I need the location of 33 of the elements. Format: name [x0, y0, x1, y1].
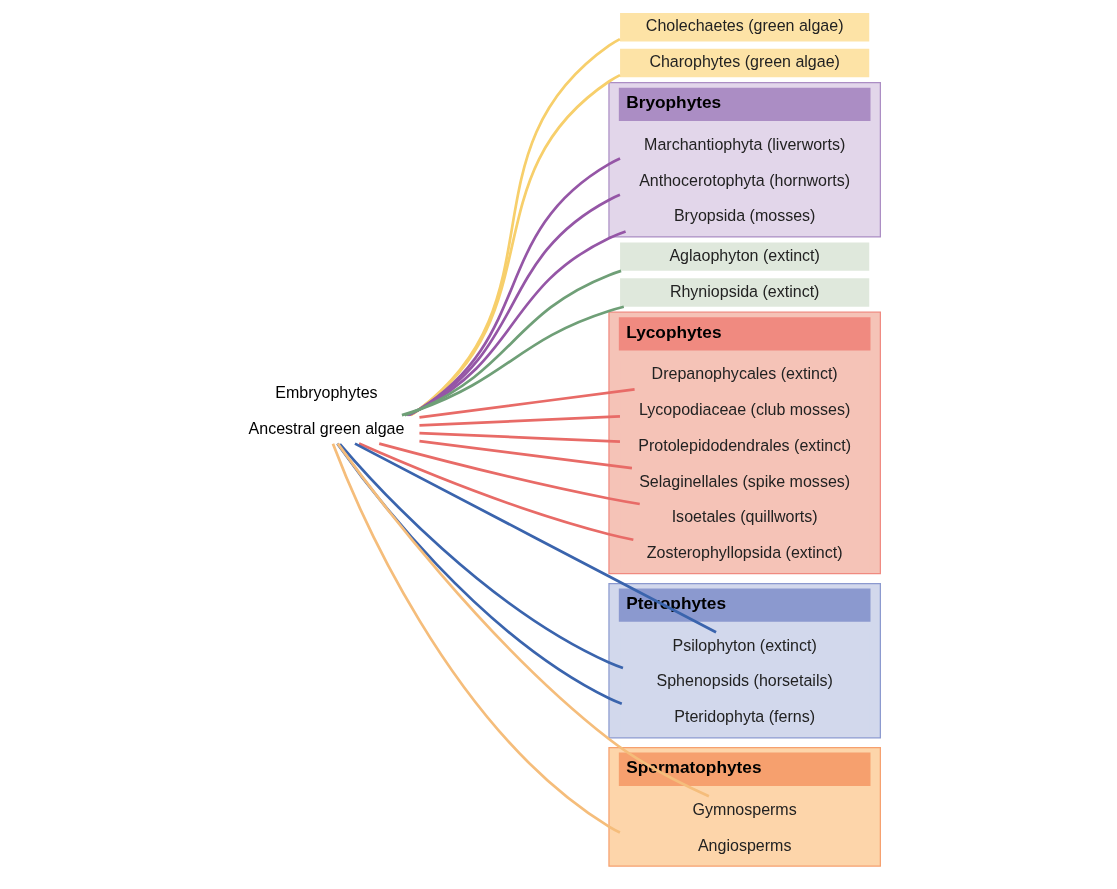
- node-text: Ancestral green algae: [248, 418, 404, 437]
- node-text: Isoetales (quillworts): [671, 507, 818, 526]
- node-text: Pteridophyta (ferns): [673, 707, 815, 726]
- connector: [335, 442, 622, 706]
- node-text: Protolepidodendrales (extinct): [637, 435, 851, 454]
- node-text: Selaginellales (spike mosses): [638, 471, 850, 490]
- connector: [403, 269, 621, 417]
- node-text: Lycopodiaceae (club mosses): [638, 400, 850, 419]
- node-text: Anthocerotophyta (hornworts): [638, 170, 850, 189]
- connector: [358, 442, 634, 542]
- node-text: Sphenopsids (horsetails): [656, 671, 833, 690]
- connector: [418, 431, 620, 443]
- node-text: Drepanophycales (extinct): [651, 364, 838, 383]
- node-text: Marchantiophyta (liverworts): [643, 134, 845, 153]
- node-text: Psilophyton (extinct): [672, 635, 817, 654]
- node-box: Charophytes (green algae): [619, 48, 869, 78]
- connector: [336, 442, 709, 798]
- node-box: Rhyniopsida (extinct): [619, 278, 869, 307]
- connector: [418, 415, 620, 427]
- node-text: Gymnosperms: [692, 799, 797, 818]
- node-text: Bryopsida (mosses): [673, 206, 815, 225]
- node-text: Angiosperms: [697, 835, 791, 854]
- connector: [353, 442, 717, 634]
- connector: [418, 439, 632, 470]
- node-box: Cholechaetes (green algae): [619, 13, 869, 42]
- connector: [405, 230, 626, 417]
- connector: [378, 442, 640, 506]
- label: Embryophytes: [274, 382, 378, 401]
- node-box: Aglaophyton (extinct): [619, 242, 869, 271]
- node-text: Zosterophyllopsida (extinct): [646, 543, 843, 562]
- connector: [401, 305, 624, 417]
- connector: [338, 443, 623, 670]
- connector: [418, 387, 635, 419]
